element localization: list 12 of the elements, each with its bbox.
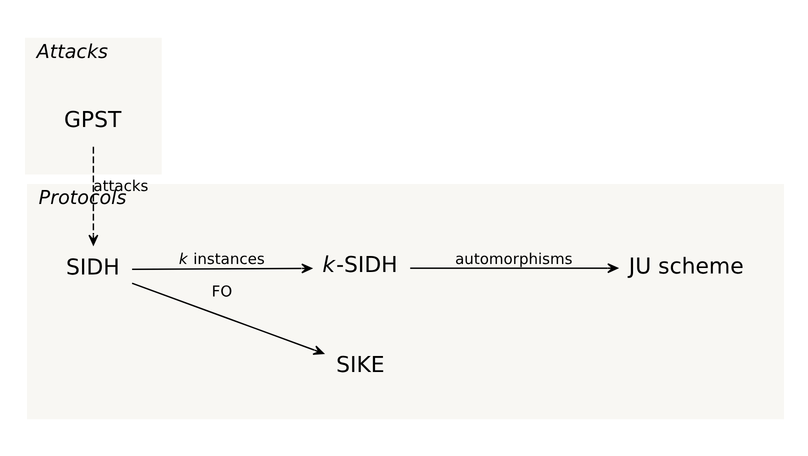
node-text: SIKE xyxy=(336,352,384,378)
arrow xyxy=(132,262,312,273)
node-text: JU scheme xyxy=(628,254,744,279)
arrow xyxy=(88,146,98,245)
edge-label: automorphisms xyxy=(454,249,572,268)
arrow xyxy=(131,282,324,354)
node-text: SIDH xyxy=(66,255,120,280)
edge-label: k instances xyxy=(178,249,264,268)
arrow xyxy=(410,262,618,273)
node-text: k-SIDH xyxy=(322,252,398,278)
node-text: GPST xyxy=(63,108,121,133)
edge-label: FO xyxy=(211,282,232,300)
